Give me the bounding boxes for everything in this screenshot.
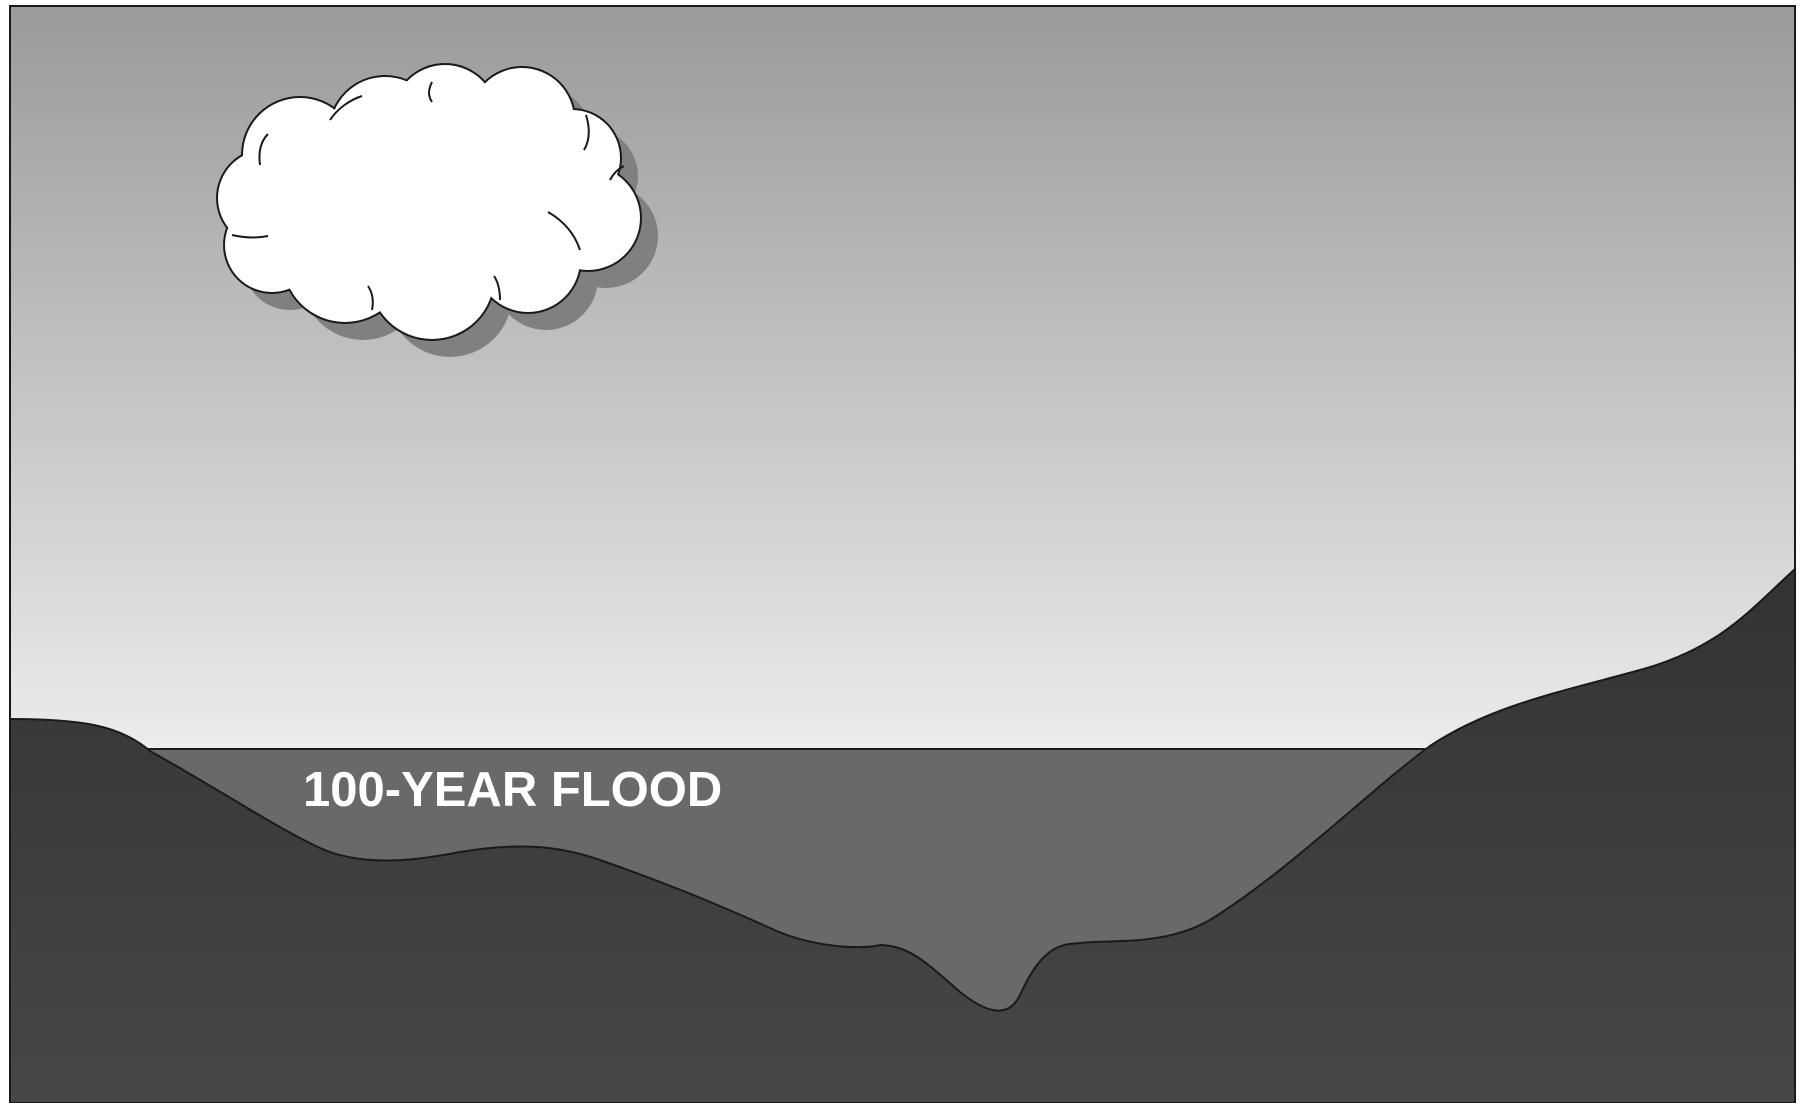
diagram-frame xyxy=(9,5,1796,1103)
flood-label: 100-YEAR FLOOD xyxy=(303,763,722,817)
ground-terrain xyxy=(9,566,1796,1103)
cloud-seams xyxy=(231,81,625,311)
cloud-icon xyxy=(218,65,640,339)
